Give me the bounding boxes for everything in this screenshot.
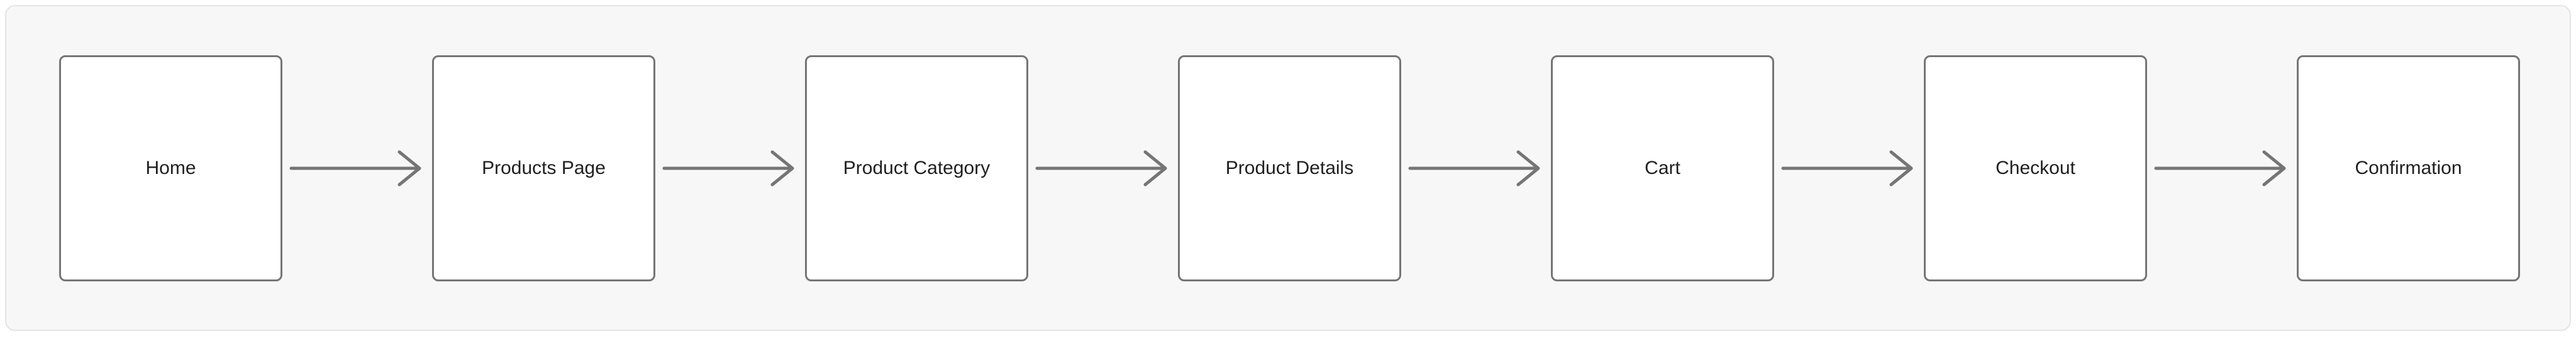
flow-node-product-category[interactable]: Product Category xyxy=(805,55,1028,281)
flow-connector-4 xyxy=(1401,55,1551,281)
flow-connector-6 xyxy=(2147,55,2297,281)
flow-connector-2 xyxy=(655,55,805,281)
flow-connector-3 xyxy=(1028,55,1178,281)
flow-node-home[interactable]: Home xyxy=(59,55,282,281)
arrow-right-icon xyxy=(2154,150,2286,186)
flow-connector-5 xyxy=(1774,55,1924,281)
arrow-right-icon xyxy=(1781,150,1913,186)
flow-node-label: Home xyxy=(145,157,196,178)
flow-node-label: Product Details xyxy=(1225,157,1354,178)
flow-connector-1 xyxy=(282,55,432,281)
arrow-right-icon xyxy=(1035,150,1167,186)
flow-node-cart[interactable]: Cart xyxy=(1551,55,1774,281)
flow-node-checkout[interactable]: Checkout xyxy=(1924,55,2147,281)
flow-node-label: Checkout xyxy=(1996,157,2075,178)
flow-node-products-page[interactable]: Products Page xyxy=(432,55,655,281)
flow-canvas: Home Products Page Product Category Prod… xyxy=(5,5,2571,331)
flow-node-confirmation[interactable]: Confirmation xyxy=(2297,55,2520,281)
flow-node-label: Cart xyxy=(1645,157,1680,178)
arrow-right-icon xyxy=(662,150,794,186)
flow-node-label: Products Page xyxy=(482,157,606,178)
flow-node-label: Product Category xyxy=(843,157,991,178)
arrow-right-icon xyxy=(1408,150,1540,186)
flow-node-product-details[interactable]: Product Details xyxy=(1178,55,1401,281)
flow-node-label: Confirmation xyxy=(2355,157,2462,178)
arrow-right-icon xyxy=(289,150,421,186)
